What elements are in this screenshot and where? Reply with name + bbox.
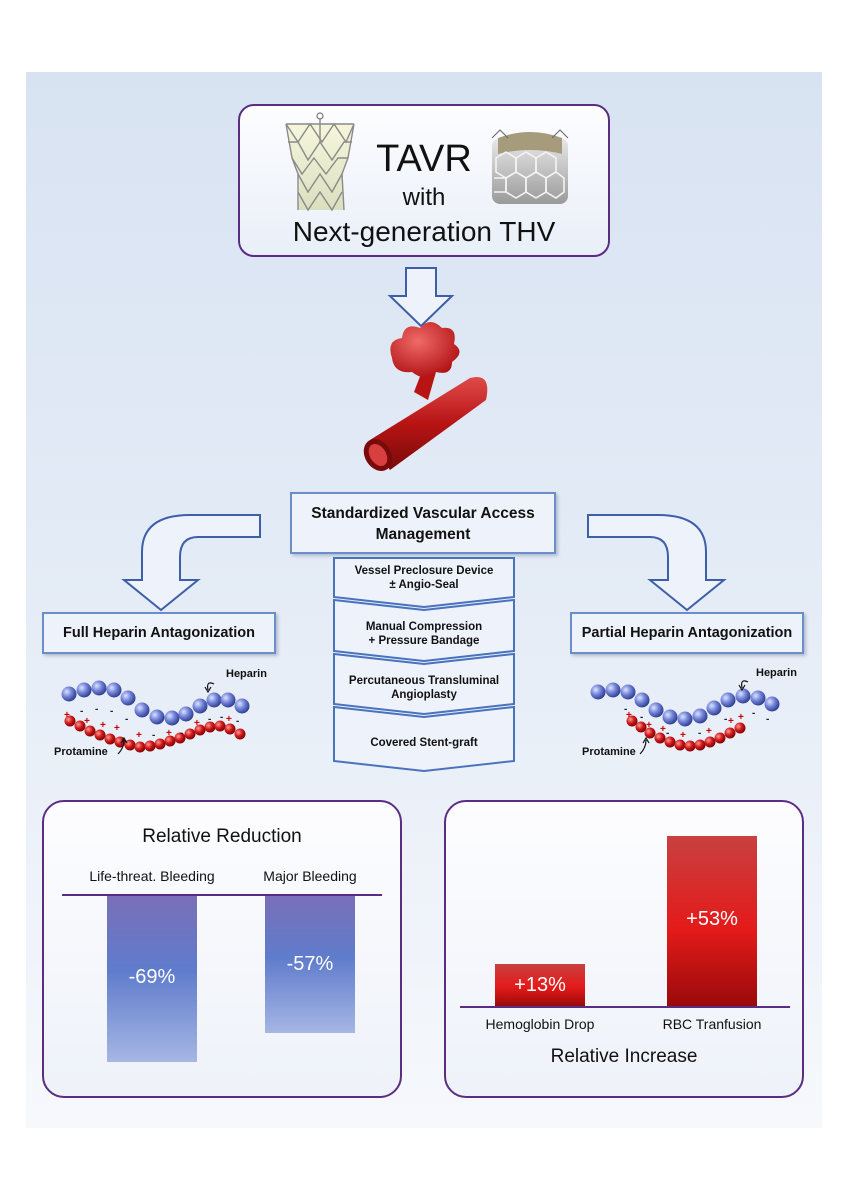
- svg-text:+: +: [194, 718, 200, 729]
- step-stent-graft-line1: Covered Stent-graft: [370, 737, 478, 749]
- vessel-hematoma-icon: [363, 322, 488, 471]
- down-arrow: [387, 267, 455, 328]
- relative-reduction-chart: Relative Reduction Life-threat. Bleeding…: [42, 800, 402, 1098]
- reduction-bar: [107, 896, 197, 1062]
- protamine-label-right: Protamine: [582, 746, 636, 758]
- svg-text:+: +: [706, 726, 712, 737]
- tavr-box: TAVR with Next-generation THV: [238, 104, 610, 257]
- svg-text:+: +: [738, 712, 744, 723]
- left-curved-arrow: [121, 514, 261, 612]
- reduction-category-label: Major Bleeding: [263, 868, 357, 884]
- vascular-access-management-box: Standardized Vascular Access Management: [290, 492, 556, 554]
- increase-value-label: +13%: [514, 974, 566, 997]
- step-angioplasty: Percutaneous Transluminal Angioplasty: [332, 674, 516, 702]
- step-preclosure-line2: ± Angio-Seal: [389, 579, 459, 591]
- svg-text:+: +: [166, 728, 172, 739]
- svg-text:-: -: [624, 704, 627, 715]
- heparin-label-right: Heparin: [756, 667, 797, 679]
- svg-text:+: +: [226, 714, 232, 725]
- step-compression: Manual Compression + Pressure Bandage: [332, 620, 516, 648]
- balloon-expandable-valve-icon: [285, 112, 355, 212]
- tavr-title: TAVR: [376, 138, 472, 180]
- protamine-label-left: Protamine: [54, 746, 108, 758]
- increase-category-label: RBC Tranfusion: [662, 1016, 762, 1032]
- step-preclosure: Vessel Preclosure Device ± Angio-Seal: [332, 564, 516, 592]
- reduction-baseline: [62, 894, 382, 896]
- svg-text:-: -: [125, 714, 128, 725]
- svg-text:+: +: [84, 716, 90, 727]
- svg-text:+: +: [660, 724, 666, 735]
- partial-heparin-antagonization-box: Partial Heparin Antagonization: [570, 612, 804, 654]
- step-angioplasty-line2: Angioplasty: [391, 689, 457, 701]
- svg-text:-: -: [180, 728, 183, 739]
- self-expanding-valve-icon: [491, 129, 569, 204]
- tavr-subtitle: Next-generation THV: [292, 216, 556, 247]
- increase-category-label: Hemoglobin Drop: [485, 1016, 595, 1032]
- vascular-access-line1: Standardized Vascular Access: [311, 505, 535, 522]
- svg-text:+: +: [680, 730, 686, 741]
- svg-text:-: -: [640, 712, 643, 723]
- svg-text:-: -: [724, 714, 727, 725]
- step-compression-line2: + Pressure Bandage: [368, 635, 480, 647]
- increase-baseline: [460, 1006, 790, 1008]
- svg-text:-: -: [666, 728, 669, 739]
- right-curved-arrow: [587, 514, 727, 612]
- step-angioplasty-line1: Percutaneous Transluminal: [348, 675, 500, 687]
- tavr-with: with: [402, 184, 446, 211]
- reduction-bar: [265, 896, 355, 1033]
- svg-text:+: +: [114, 723, 120, 734]
- svg-text:-: -: [766, 714, 769, 725]
- svg-text:-: -: [110, 706, 113, 717]
- svg-text:-: -: [152, 730, 155, 741]
- svg-text:+: +: [100, 720, 106, 731]
- increase-bar: [667, 836, 757, 1006]
- relative-increase-chart: Relative Increase +13% Hemoglobin Drop +53…: [444, 800, 804, 1098]
- svg-text:+: +: [626, 710, 632, 721]
- increase-bar: [495, 964, 585, 1006]
- reduction-value-label: -69%: [128, 965, 176, 988]
- svg-text:-: -: [80, 706, 83, 717]
- chart-title-increase: Relative Increase: [550, 1046, 698, 1067]
- svg-text:+: +: [728, 716, 734, 727]
- svg-text:-: -: [208, 714, 211, 725]
- reduction-value-label: -57%: [286, 953, 334, 976]
- svg-text:-: -: [698, 728, 701, 739]
- svg-text:-: -: [95, 704, 98, 715]
- step-chevrons: [333, 557, 515, 773]
- svg-text:-: -: [220, 712, 223, 723]
- heparin-label-left: Heparin: [226, 668, 267, 680]
- vascular-access-line2: Management: [375, 526, 471, 543]
- full-antagonization-chain: --- --- --- +++ +++ ++: [61, 680, 250, 755]
- reduction-category-label: Life-threat. Bleeding: [89, 868, 215, 884]
- step-compression-line1: Manual Compression: [365, 621, 483, 633]
- svg-text:-: -: [752, 708, 755, 719]
- increase-value-label: +53%: [686, 908, 738, 931]
- full-heparin-antagonization-box: Full Heparin Antagonization: [42, 612, 276, 654]
- step-stent-graft: Covered Stent-graft: [332, 736, 516, 750]
- step-preclosure-line1: Vessel Preclosure Device: [354, 565, 494, 577]
- partial-antagonization-chain: --- --- - +++ +++ +: [590, 680, 780, 755]
- svg-text:+: +: [64, 710, 70, 721]
- chart-title-reduction: Relative Reduction: [142, 826, 302, 847]
- svg-text:-: -: [236, 716, 239, 727]
- svg-text:+: +: [646, 720, 652, 731]
- svg-text:+: +: [136, 730, 142, 741]
